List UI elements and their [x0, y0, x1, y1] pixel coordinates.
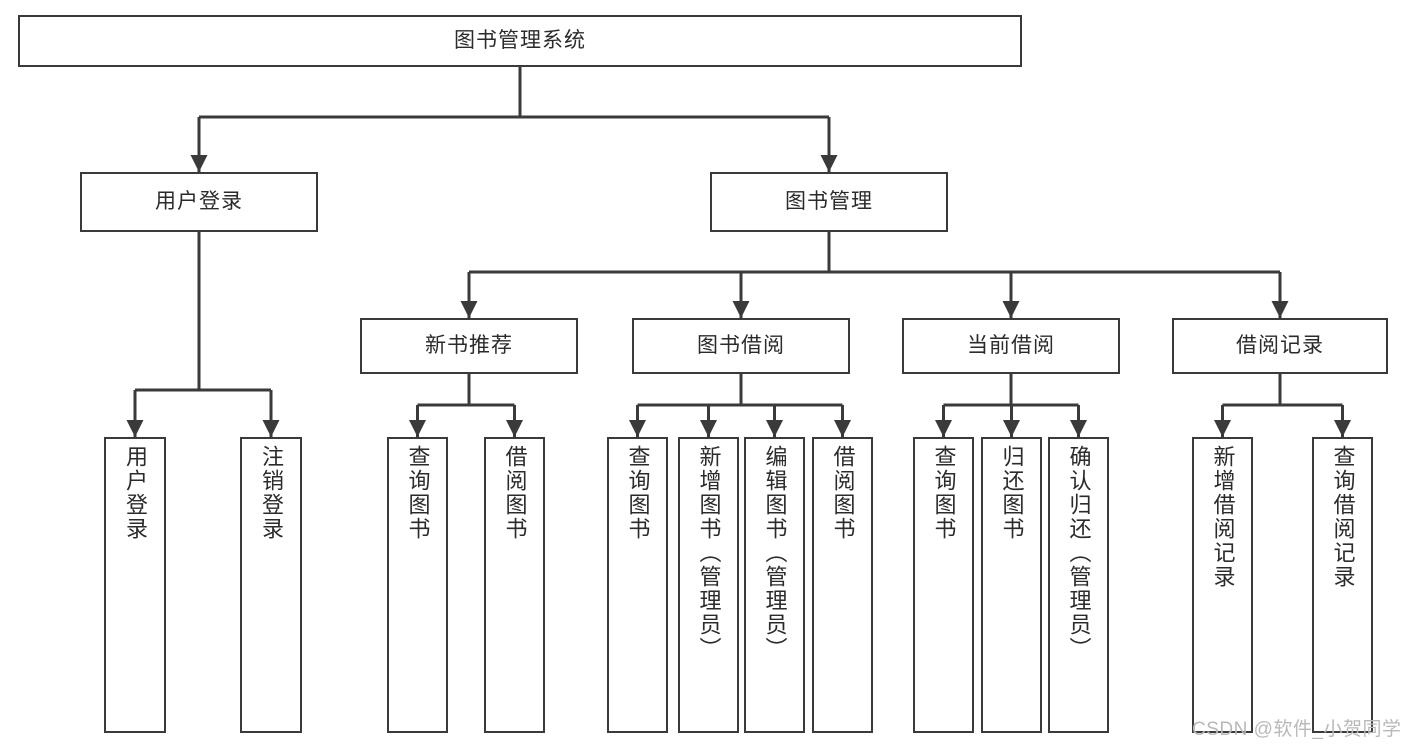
node-label: 借阅图书	[502, 445, 528, 541]
connector-arrowhead	[1002, 301, 1020, 318]
node-label: 用户登录	[155, 189, 243, 213]
node-leaf-borrow-book-2: 借阅图书	[812, 437, 873, 733]
connector-arrowhead	[1214, 420, 1231, 437]
node-label: 注销登录	[258, 445, 284, 541]
node-label: 图书管理	[785, 189, 873, 213]
connector-arrowhead	[262, 420, 280, 437]
node-leaf-query-book-1: 查询图书	[387, 437, 448, 733]
node-leaf-edit-book: 编辑图书（管理员）	[744, 437, 805, 733]
node-label: 新增图书（管理员）	[696, 445, 722, 661]
node-label: 当前借阅	[967, 333, 1055, 357]
connector-arrowhead	[629, 420, 646, 437]
connector-arrowhead	[935, 420, 952, 437]
connector-arrowhead	[190, 155, 208, 172]
node-label: 查询借阅记录	[1330, 445, 1356, 589]
node-leaf-user-logout: 注销登录	[240, 437, 302, 733]
node-leaf-query-book-3: 查询图书	[913, 437, 974, 733]
node-leaf-query-record: 查询借阅记录	[1312, 437, 1373, 733]
connector-arrowhead	[1334, 420, 1351, 437]
node-leaf-query-book-2: 查询图书	[607, 437, 668, 733]
node-label: 借阅图书	[830, 445, 856, 541]
connector-arrowhead	[732, 301, 750, 318]
connector-arrowhead	[506, 420, 523, 437]
node-borrow-record: 借阅记录	[1172, 318, 1388, 374]
connector-arrowhead	[1003, 420, 1020, 437]
node-user-login: 用户登录	[80, 172, 318, 232]
node-leaf-add-record: 新增借阅记录	[1192, 437, 1253, 733]
node-leaf-user-login: 用户登录	[104, 437, 166, 733]
node-label: 归还图书	[999, 445, 1025, 541]
node-leaf-confirm-return: 确认归还（管理员）	[1048, 437, 1109, 733]
node-leaf-borrow-book-1: 借阅图书	[484, 437, 545, 733]
node-book-borrow: 图书借阅	[632, 318, 850, 374]
node-label: 图书管理系统	[454, 28, 586, 52]
node-label: 查询图书	[625, 445, 651, 541]
node-leaf-add-book: 新增图书（管理员）	[678, 437, 739, 733]
connector-arrowhead	[1271, 301, 1289, 318]
connector-arrowhead	[700, 420, 717, 437]
node-label: 用户登录	[122, 445, 148, 541]
csdn-watermark: CSDN @软件_小贺同学	[1192, 719, 1402, 740]
node-current-borrow: 当前借阅	[902, 318, 1120, 374]
node-label: 查询图书	[931, 445, 957, 541]
connector-arrowhead	[126, 420, 144, 437]
node-book-manage: 图书管理	[710, 172, 948, 232]
node-label: 新书推荐	[425, 333, 513, 357]
connector-arrowhead	[834, 420, 851, 437]
node-new-book-rec: 新书推荐	[360, 318, 578, 374]
connector-arrowhead	[1070, 420, 1087, 437]
node-label: 图书借阅	[697, 333, 785, 357]
node-label: 编辑图书（管理员）	[762, 445, 788, 661]
node-label: 查询图书	[405, 445, 431, 541]
connector-arrowhead	[766, 420, 783, 437]
node-root: 图书管理系统	[18, 15, 1022, 67]
connector-arrowhead	[460, 301, 478, 318]
node-label: 新增借阅记录	[1210, 445, 1236, 589]
connector-arrowhead	[409, 420, 426, 437]
connector-arrowhead	[820, 155, 838, 172]
node-label: 确认归还（管理员）	[1066, 445, 1092, 661]
node-leaf-return-book: 归还图书	[981, 437, 1042, 733]
node-label: 借阅记录	[1236, 333, 1324, 357]
